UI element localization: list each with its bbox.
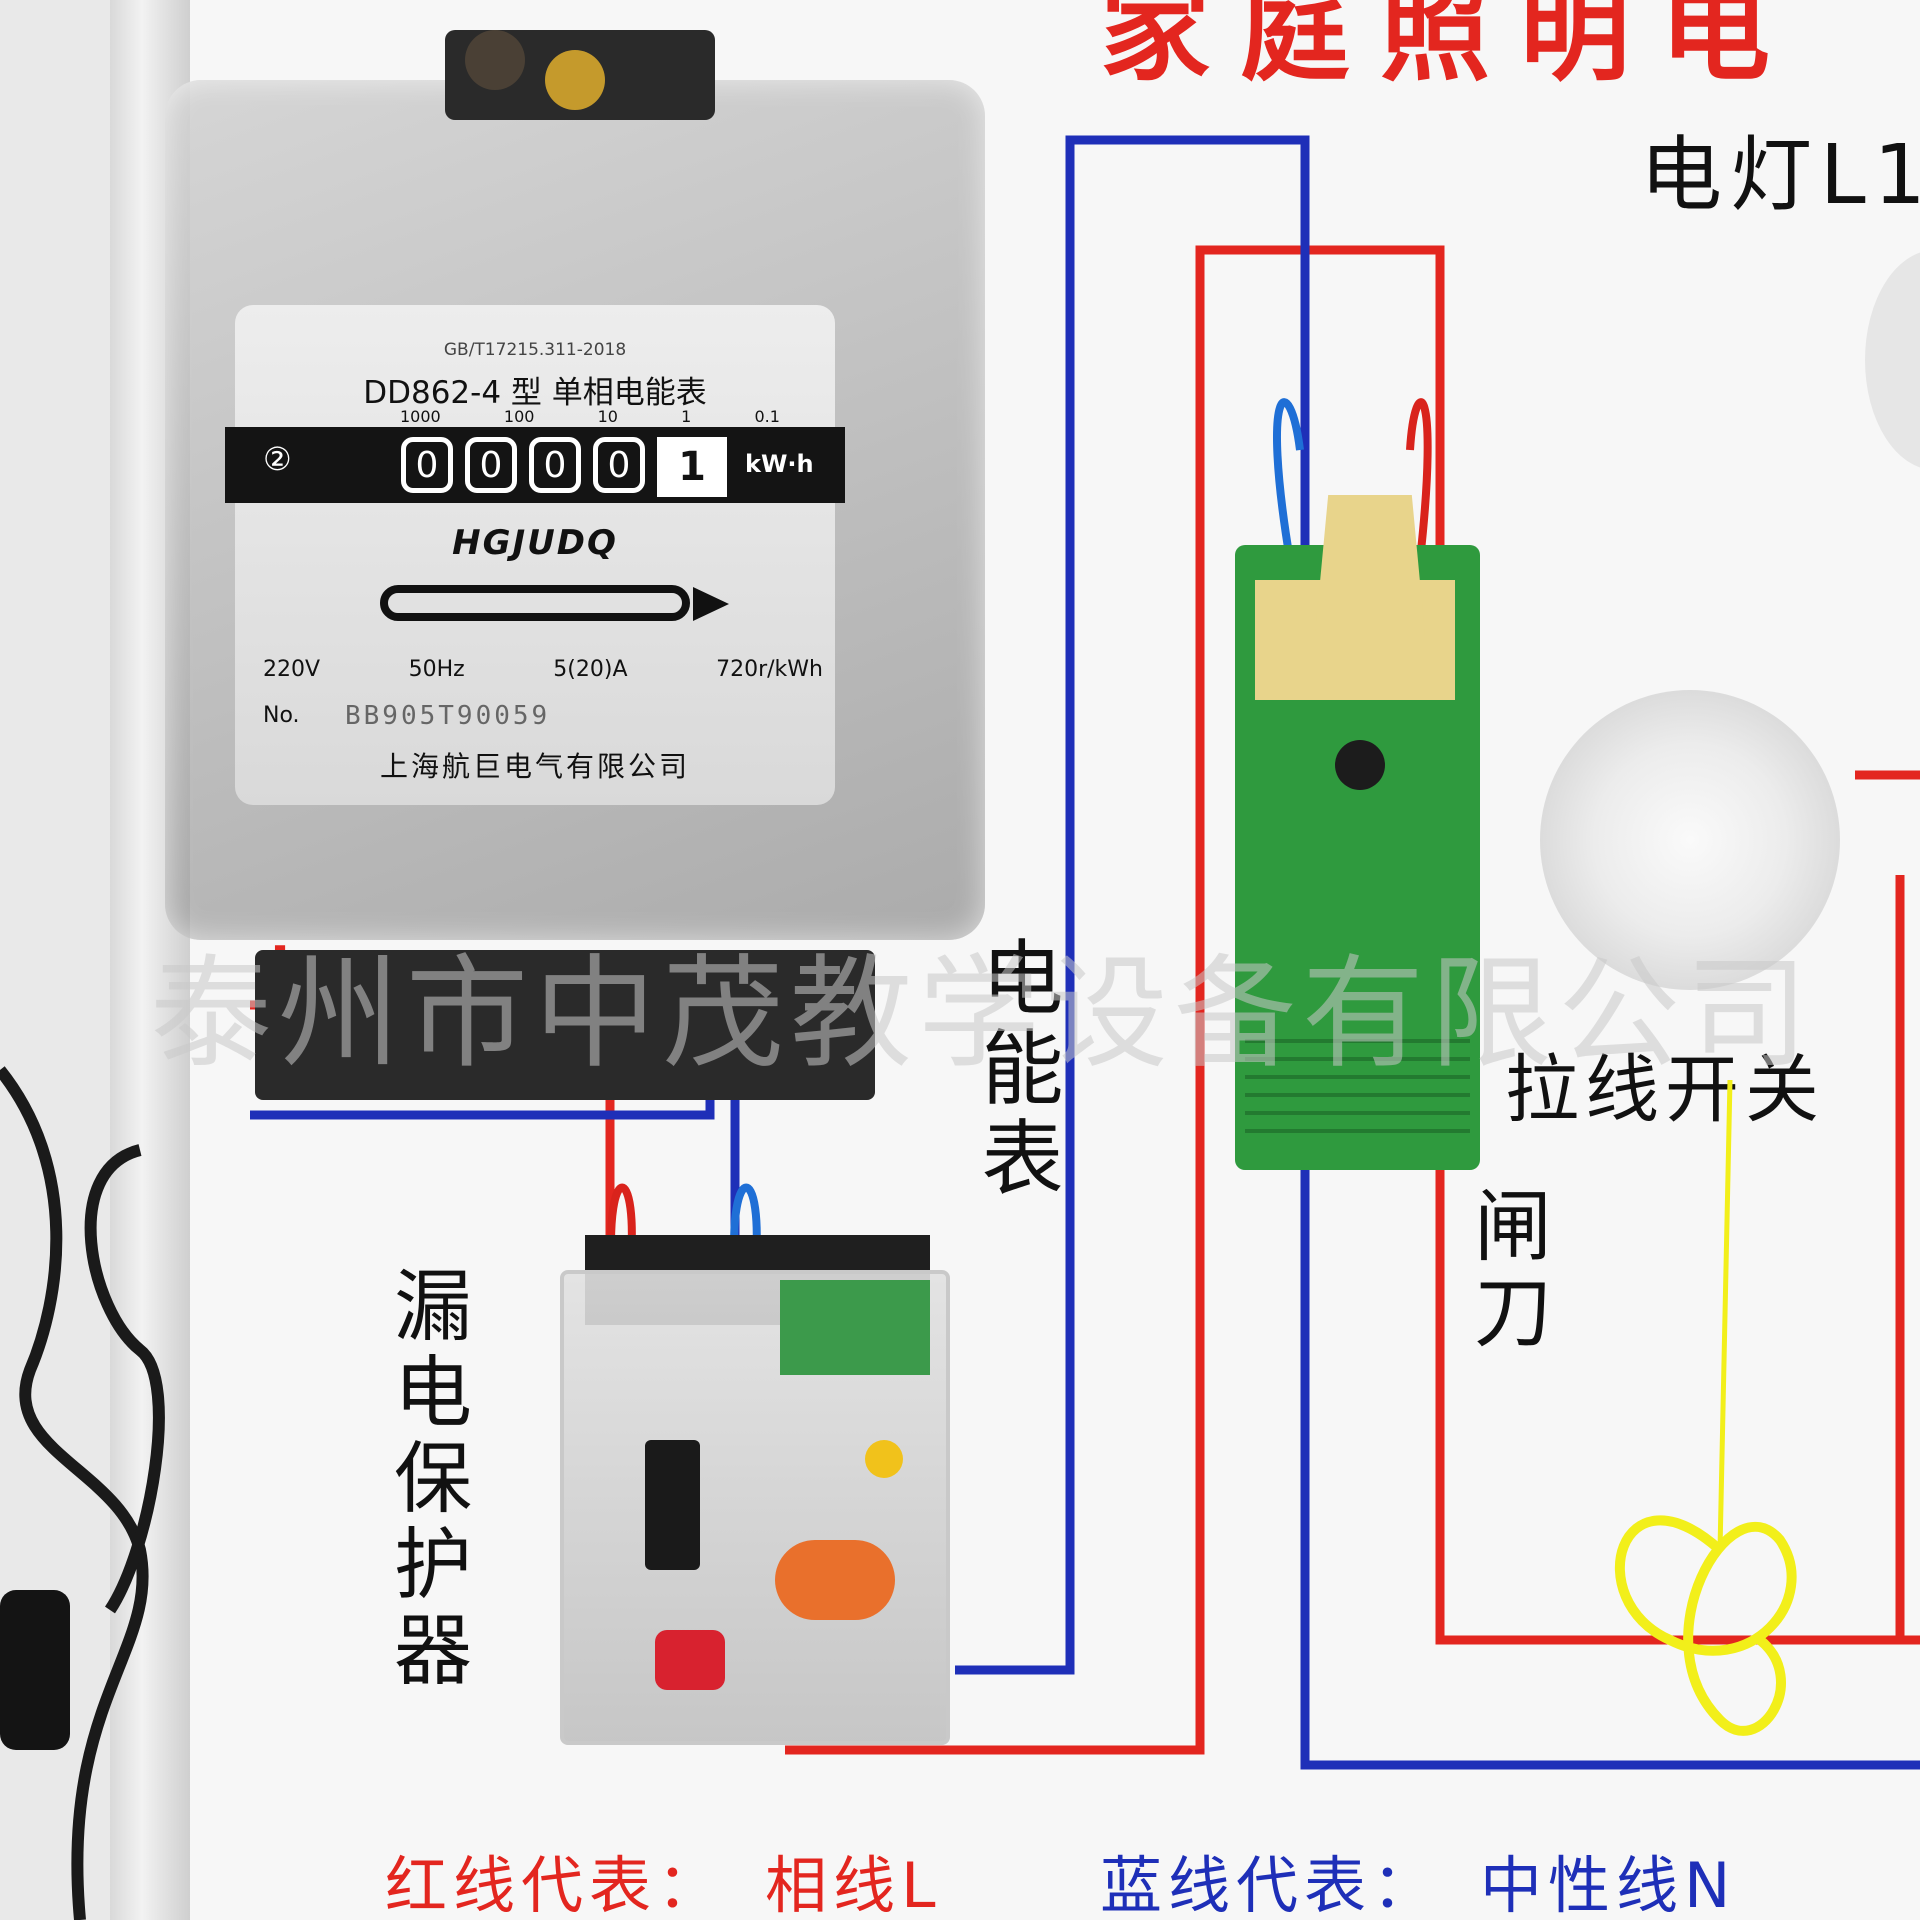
legend-red-value: 相线L [765, 1849, 942, 1920]
meter-nameplate: GB/T17215.311-2018 DD862-4 型 单相电能表 1000 … [225, 305, 845, 805]
digit-100: 0 [465, 437, 517, 493]
place-values: 1000 100 10 1 0.1 [400, 407, 780, 426]
pull-switch[interactable] [1540, 690, 1840, 990]
meter-brand: HGJUDQ [452, 523, 618, 563]
meter-unit: kW·h [745, 450, 814, 478]
terminal-screw-icon [545, 50, 605, 110]
red-jumper-rcd [607, 1183, 636, 1271]
legend-red: 红线代表： 相线L [385, 1835, 942, 1920]
place-1000: 1000 [400, 407, 441, 426]
digit-10: 0 [529, 437, 581, 493]
knife-switch-handle[interactable] [1315, 495, 1425, 635]
rcd-label: 漏电保护器 [381, 1265, 471, 1695]
serial-number: BB905T90059 [345, 701, 551, 731]
rcd-toggle-lever[interactable] [645, 1440, 700, 1570]
legend-blue: 蓝线代表： 中性线N [1100, 1835, 1736, 1920]
rcd-test-button[interactable] [865, 1440, 903, 1478]
board-title: 家庭照明电 [1100, 0, 1800, 96]
rcd-red-part [655, 1630, 725, 1690]
rotation-arrow-icon [693, 587, 729, 621]
knife-switch-grill [1245, 1025, 1470, 1135]
serial-label: No. [263, 703, 300, 728]
legend-blue-prefix: 蓝线代表： [1100, 1849, 1441, 1920]
digit-1: 0 [593, 437, 645, 493]
energy-meter: GB/T17215.311-2018 DD862-4 型 单相电能表 1000 … [165, 30, 985, 1100]
rotor-window [380, 585, 690, 621]
meter-specs: 220V 50Hz 5(20)A 720r/kWh [263, 657, 823, 682]
power-cord [0, 1066, 165, 1920]
spec-voltage: 220V [263, 657, 321, 682]
place-1: 1 [681, 407, 692, 426]
digit-0-1: 1 [657, 437, 727, 497]
knife-switch-label: 闸刀 [1461, 1185, 1551, 1357]
legend-red-prefix: 红线代表： [385, 1849, 726, 1920]
counter-digits: 0 0 0 0 1 [395, 437, 733, 497]
blue-jumper-rcd [730, 1183, 761, 1271]
red-wire-lamp [1855, 770, 1920, 1640]
place-100: 100 [503, 407, 535, 426]
place-0-1: 0.1 [754, 407, 780, 426]
red-jumper [1406, 398, 1432, 561]
meter-base [255, 950, 875, 1100]
red-wire-rcd-out [785, 245, 1920, 1755]
meter-standard: GB/T17215.311-2018 [443, 340, 627, 360]
place-10: 10 [597, 407, 618, 426]
leakage-protector [560, 1235, 950, 1745]
meter-label: 电能表 [967, 935, 1062, 1205]
meter-maker: 上海航巨电气有限公司 [379, 750, 690, 783]
pull-switch-label: 拉线开关 [1505, 1047, 1825, 1133]
spec-frequency: 50Hz [408, 657, 465, 682]
rcd-coil [775, 1540, 895, 1620]
rcd-circuit-board [780, 1280, 930, 1375]
spec-constant: 720r/kWh [716, 657, 823, 682]
lamp-label: 电灯L1 [1640, 128, 1920, 223]
knife-switch-hole [1335, 740, 1385, 790]
meter-model: DD862-4 型 单相电能表 [363, 375, 707, 411]
seal-icon [465, 30, 525, 90]
spec-current: 5(20)A [553, 657, 628, 682]
blue-jumper [1273, 398, 1304, 561]
pull-cord[interactable] [1560, 1080, 1840, 1750]
power-plug-icon [0, 1590, 70, 1750]
blue-wire-rcd-out [955, 135, 1920, 1770]
circle-mark: ② [263, 440, 292, 478]
knife-switch [1235, 495, 1480, 1170]
digit-1000: 0 [401, 437, 453, 493]
watermark: 泰州市中茂教学设备有限公司 [150, 943, 1814, 1085]
legend-blue-value: 中性线N [1480, 1849, 1737, 1920]
